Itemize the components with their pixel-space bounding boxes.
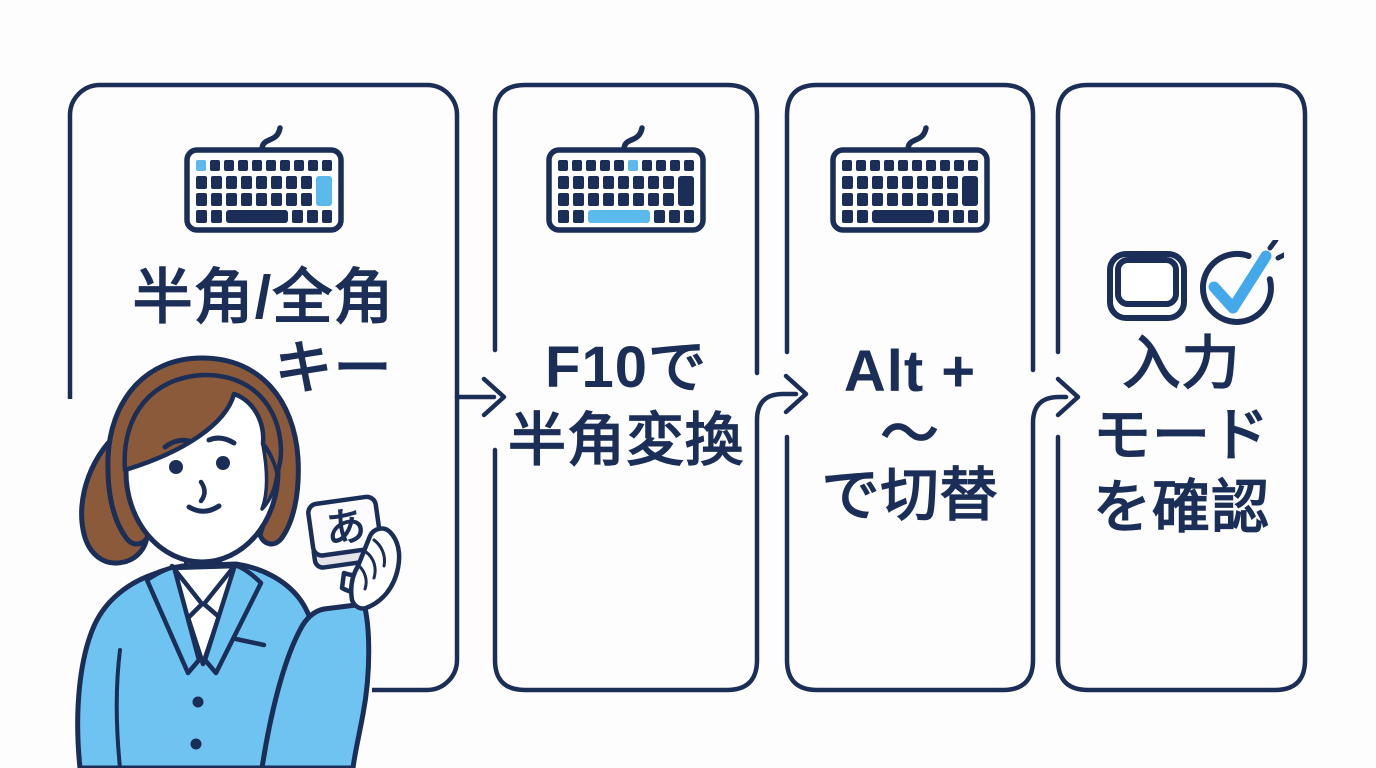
step-3-panel-border-bottom: [784, 394, 1069, 693]
jacket-seam: [114, 648, 122, 768]
sleeve: [259, 601, 372, 768]
flow-arrow-2-icon: [783, 373, 809, 415]
left-eyebrow: [162, 437, 192, 450]
step-3-line-1: Alt +: [843, 339, 977, 404]
flow-arrow-1-icon: [454, 376, 507, 418]
right-eyebrow: [206, 435, 237, 446]
step-3-line-2: ～: [880, 401, 940, 467]
step-3-line-3: で切替: [821, 463, 999, 529]
step-1-caption: 半角/全角 キー: [70, 264, 457, 402]
keycap-label: あ: [323, 503, 369, 552]
left-eye: [169, 460, 183, 474]
nose: [198, 479, 207, 504]
step-4-caption: 入力 モード を確認: [1058, 331, 1305, 541]
step-3-caption: Alt + ～ で切替: [787, 339, 1033, 529]
step-3-panel-border-top: [784, 82, 1036, 373]
step-4-line-2: モード: [1092, 402, 1270, 468]
step-4-line-1: 入力: [1122, 331, 1241, 396]
lapel-right: [202, 562, 264, 676]
keyboard-hankaku-key-icon: [187, 128, 341, 230]
keyboard-icon: [833, 128, 987, 230]
right-eye: [216, 456, 230, 470]
step-2-caption: F10で 半角変換: [495, 335, 757, 474]
button: [192, 696, 204, 708]
button: [190, 738, 202, 750]
pocket-line: [233, 636, 267, 648]
step-4-line-3: を確認: [1092, 474, 1270, 540]
hair-strand: [260, 443, 279, 511]
mouth: [186, 503, 222, 514]
step-2-line-2: 半角変換: [507, 407, 744, 473]
keyboard-f10-icon: [549, 128, 703, 230]
step-1-line-1: 半角/全角: [132, 264, 395, 331]
step-2-panel-border-top: [492, 82, 760, 376]
step-2-panel-border-bottom: [492, 391, 799, 693]
step-2-line-1: F10で: [545, 335, 707, 400]
step-4-panel-border: [1055, 82, 1308, 693]
flow-arrow-3-icon: [1055, 376, 1081, 418]
lapel-left: [144, 564, 202, 676]
facial-features: [162, 435, 237, 514]
keycap-check-icon: [1110, 240, 1288, 322]
woman-illustration: あ: [50, 355, 402, 768]
step-1-line-2: キー: [274, 336, 393, 402]
finger-lines: [356, 538, 386, 591]
